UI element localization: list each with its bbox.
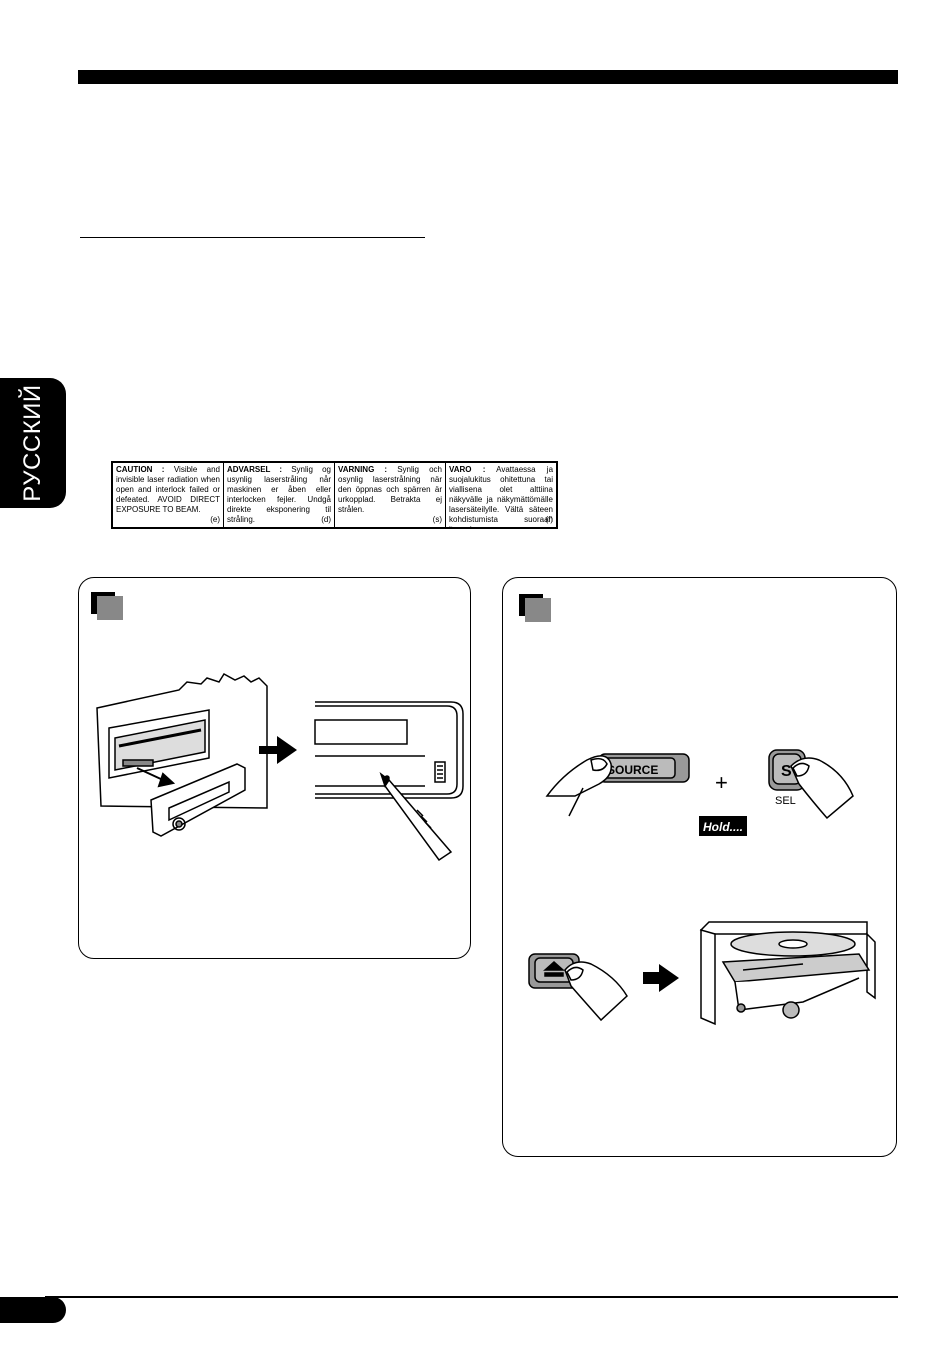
- footer-rule: [45, 1296, 898, 1298]
- section-underline: [80, 237, 425, 238]
- laser-caution-label: CAUTION : Visible and invisible laser ra…: [111, 461, 558, 529]
- caution-heading: ADVARSEL :: [227, 465, 283, 474]
- faceplate: [150, 763, 246, 837]
- language-tab-label: РУССКИЙ: [19, 384, 46, 502]
- caution-cell-swedish: VARNING : Synlig och osynlig laserstråln…: [335, 463, 446, 527]
- detach-arrow: [136, 767, 176, 788]
- caution-text: Synlig och osynlig laserstrålning när de…: [338, 465, 442, 514]
- caution-heading: VARNING :: [338, 465, 388, 474]
- caution-code: (f): [545, 515, 553, 524]
- finger-icon: [545, 755, 612, 817]
- page-number-tab: [0, 1297, 66, 1323]
- header-rule: [78, 70, 898, 84]
- arrow-right-icon: [259, 736, 297, 764]
- caution-code: (d): [321, 515, 331, 524]
- plus-sign: +: [715, 770, 728, 795]
- caution-code: (e): [210, 515, 220, 524]
- caution-code: (s): [432, 515, 442, 524]
- eject-icon: [543, 960, 565, 971]
- unit-front: [314, 701, 464, 799]
- section-marker-icon: [91, 592, 123, 620]
- caution-cell-danish: ADVARSEL : Synlig og usynlig laserstråli…: [224, 463, 335, 527]
- finger-icon: [790, 757, 854, 820]
- caution-cell-english: CAUTION : Visible and invisible laser ra…: [113, 463, 224, 527]
- s-button: S SEL: [768, 749, 806, 807]
- pen-icon: [379, 771, 453, 862]
- language-tab: РУССКИЙ: [0, 378, 66, 508]
- caution-text: Visible and invisible laser radiation wh…: [116, 465, 220, 514]
- hold-label: Hold....: [703, 820, 743, 834]
- finger-icon: [564, 961, 628, 1022]
- source-button: SOURCE: [598, 753, 690, 783]
- source-button-label: SOURCE: [607, 763, 658, 777]
- reset-illustration: [96, 673, 464, 862]
- hold-badge: [699, 816, 747, 836]
- caution-text: Synlig og usynlig laserstråling når mask…: [227, 465, 331, 524]
- section-marker-icon: [519, 594, 551, 622]
- caution-text: Avattaessa ja suojalukitus ohitettuna ta…: [449, 465, 554, 527]
- eject-illustration: SOURCE + S SEL Hold....: [528, 749, 876, 1026]
- arrow-right-icon: [643, 964, 679, 992]
- s-button-label: S: [781, 763, 792, 780]
- caution-heading: CAUTION :: [116, 465, 165, 474]
- forced-eject-panel: SOURCE + S SEL Hold....: [502, 577, 897, 1157]
- reset-instruction-panel: [78, 577, 471, 959]
- unit-disc-eject: [699, 921, 876, 1026]
- caution-heading: VARO :: [449, 465, 486, 474]
- sel-label: SEL: [775, 795, 796, 807]
- caution-cell-finnish: VARO : Avattaessa ja suojalukitus ohitet…: [446, 463, 556, 527]
